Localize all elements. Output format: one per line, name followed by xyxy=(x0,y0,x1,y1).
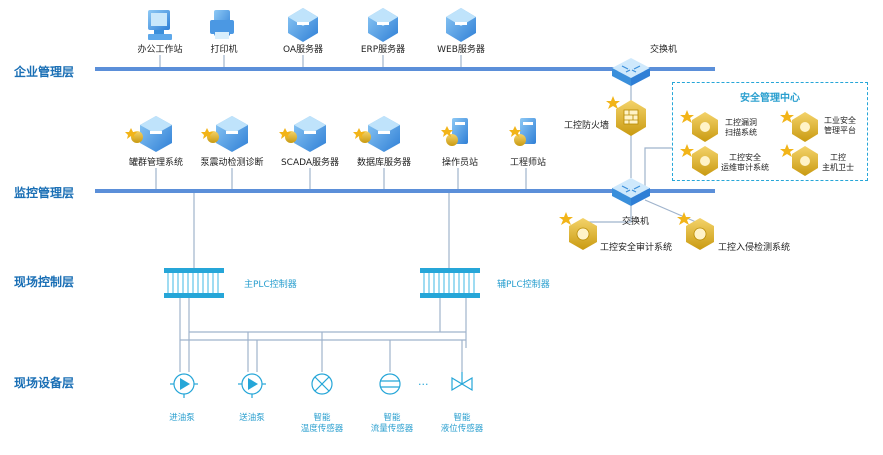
field-ellipsis: ··· xyxy=(418,378,429,391)
switch-top-icon xyxy=(612,58,650,86)
label-flow-sensor: 智能 流量传感器 xyxy=(370,413,414,434)
label-security-platform: 工业安全 管理平台 xyxy=(824,116,856,135)
switch-mid-icon xyxy=(612,178,650,206)
scada-server-icon xyxy=(279,116,326,152)
label-web-server: WEB服务器 xyxy=(437,45,485,55)
tank-mgmt-system-icon xyxy=(125,116,172,152)
erp-server-icon xyxy=(368,8,398,42)
label-ids-system: 工控入侵检测系统 xyxy=(718,243,791,253)
label-operator-station: 操作员站 xyxy=(441,158,479,168)
level-sensor-icon xyxy=(451,372,473,392)
label-printer: 打印机 xyxy=(210,45,238,55)
label-ops-audit: 工控安全 运维审计系统 xyxy=(721,153,769,172)
office-workstation-icon xyxy=(148,10,172,40)
label-vuln-scan: 工控漏洞 扫描系统 xyxy=(725,118,757,137)
database-server-icon xyxy=(353,116,400,152)
temperature-sensor-icon xyxy=(311,373,333,395)
layer-enterprise: 企业管理层 xyxy=(14,65,75,79)
label-level-sensor: 智能 液位传感器 xyxy=(440,413,484,434)
label-inlet-pump: 进油泵 xyxy=(169,413,195,423)
layer-monitoring: 监控管理层 xyxy=(14,186,75,200)
label-scada: SCADA服务器 xyxy=(280,158,340,168)
label-delivery-pump: 送油泵 xyxy=(239,413,265,423)
label-oa-server: OA服务器 xyxy=(282,45,324,55)
label-office-workstation: 办公工作站 xyxy=(137,45,183,55)
ops-audit-icon xyxy=(680,144,718,176)
label-erp-server: ERP服务器 xyxy=(360,45,406,55)
aux-plc-icon xyxy=(420,268,480,298)
delivery-pump-icon xyxy=(238,373,266,398)
label-aux-plc: 辅PLC控制器 xyxy=(497,280,550,290)
layer-field-control: 现场控制层 xyxy=(14,275,75,289)
audit-system-icon xyxy=(559,212,597,250)
engineer-station-icon xyxy=(509,118,536,146)
label-engineer-station: 工程师站 xyxy=(509,158,547,168)
monitoring-bus xyxy=(95,189,715,193)
oa-server-icon xyxy=(288,8,318,42)
firewall-icon xyxy=(606,96,646,136)
security-center-title: 安全管理中心 xyxy=(740,93,800,104)
label-database: 数据库服务器 xyxy=(356,158,412,168)
label-audit-system: 工控安全审计系统 xyxy=(600,243,673,253)
label-pump-vibration: 泵震动检测诊断 xyxy=(200,158,264,168)
printer-icon xyxy=(210,10,234,39)
ids-system-icon xyxy=(677,212,714,250)
vuln-scan-icon xyxy=(680,110,718,142)
label-temperature-sensor: 智能 温度传感器 xyxy=(300,413,344,434)
flow-sensor-icon xyxy=(379,373,401,395)
label-main-plc: 主PLC控制器 xyxy=(244,280,297,290)
label-host-guard: 工控 主机卫士 xyxy=(822,153,854,172)
enterprise-bus xyxy=(95,67,715,71)
inlet-pump-icon xyxy=(170,373,198,398)
label-tank-mgmt: 罐群管理系统 xyxy=(128,158,184,168)
label-firewall: 工控防火墙 xyxy=(564,121,610,131)
operator-station-icon xyxy=(441,118,468,146)
label-switch-top: 交换机 xyxy=(650,45,678,55)
main-plc-icon xyxy=(164,268,224,298)
pump-vibration-diag-icon xyxy=(201,116,248,152)
security-mgmt-platform-icon xyxy=(780,110,818,142)
host-guard-icon xyxy=(780,144,818,176)
web-server-icon xyxy=(446,8,476,42)
layer-field-device: 现场设备层 xyxy=(14,376,75,390)
label-switch-mid: 交换机 xyxy=(622,217,650,227)
security-center-box: 安全管理中心 xyxy=(672,82,868,181)
